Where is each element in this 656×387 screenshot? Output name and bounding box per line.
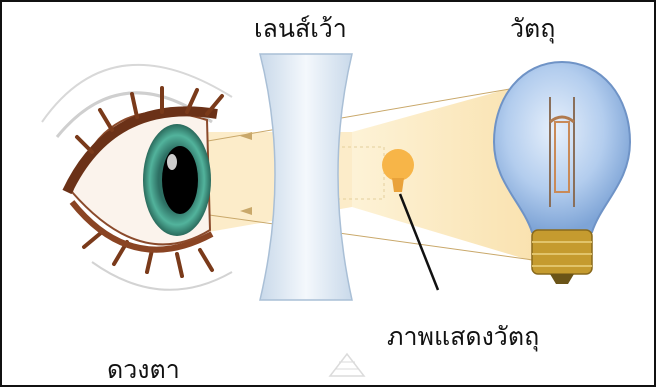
lens-label: เลนส์เว้า [254, 16, 347, 41]
image-label: ภาพแสดงวัตถุ [387, 324, 539, 349]
watermark-icon [330, 354, 364, 376]
eye-label: ดวงตา [107, 357, 180, 382]
eye-icon [42, 65, 232, 290]
object-label: วัตถุ [510, 16, 555, 41]
